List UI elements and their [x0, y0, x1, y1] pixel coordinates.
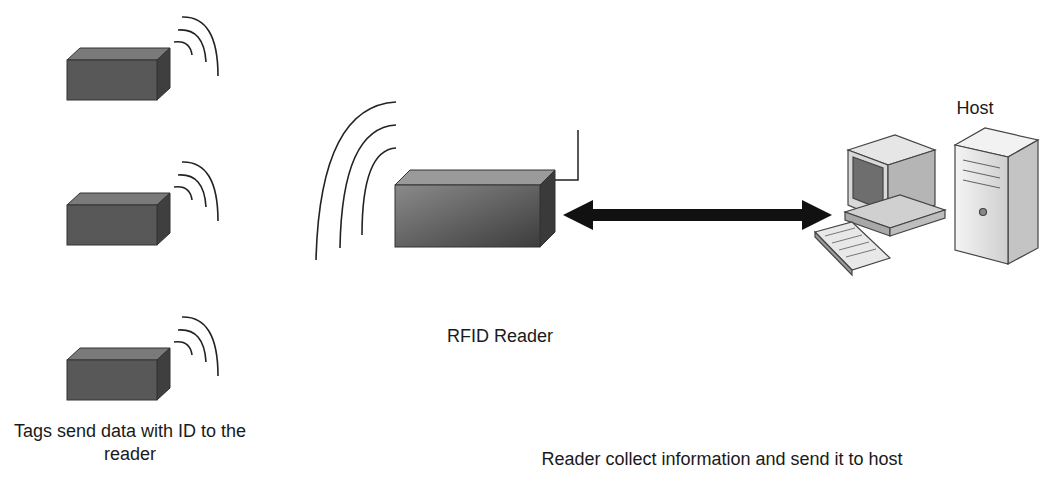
antenna: [555, 130, 578, 180]
server-tower: [955, 128, 1038, 264]
reader-label: RFID Reader: [447, 325, 553, 348]
tag: [67, 48, 170, 100]
radio-waves: [174, 17, 396, 376]
data-link-arrow: [585, 209, 810, 221]
caption-note: Tags send data with ID to the reader: [0, 420, 261, 465]
rfid-reader-box: [395, 130, 578, 247]
tags: [67, 48, 170, 400]
rfid-reader: RFID Reader: [395, 165, 565, 350]
tag: [67, 193, 170, 245]
host-label: Host: [956, 97, 993, 120]
caption-note: Reader collect information and send it t…: [462, 448, 982, 471]
tag: [67, 348, 170, 400]
host-computer: Host: [830, 95, 1040, 270]
computer: [815, 135, 945, 275]
